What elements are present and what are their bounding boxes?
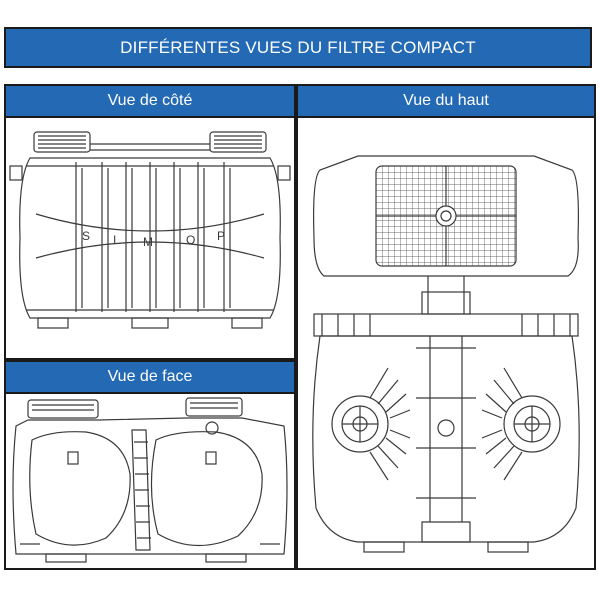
front-right-lid xyxy=(185,397,243,417)
side-view-diagram: S I M O P xyxy=(9,131,291,329)
brand-letter-p: P xyxy=(217,229,225,243)
front-tank-body xyxy=(12,417,288,555)
front-left-compartment xyxy=(29,431,131,546)
brand-letter-o: O xyxy=(186,233,195,247)
side-view-drawing: S I M O P xyxy=(6,118,294,358)
side-left-lid xyxy=(33,131,91,153)
side-right-lid xyxy=(209,131,267,153)
front-view-heading: Vue de face xyxy=(6,362,294,394)
front-view-diagram xyxy=(12,397,288,563)
top-upper-tank xyxy=(313,155,579,277)
top-view-drawing xyxy=(298,118,594,568)
brand-letter-m: M xyxy=(143,235,153,249)
top-view-diagram xyxy=(312,155,580,553)
brand-letter-i: I xyxy=(113,233,116,247)
side-view-heading: Vue de côté xyxy=(6,86,294,118)
brand-letter-s: S xyxy=(82,229,90,243)
top-view-heading: Vue du haut xyxy=(298,86,594,118)
front-divider xyxy=(131,429,151,551)
top-left-hub xyxy=(331,395,389,453)
top-lower-tank xyxy=(312,335,580,543)
side-outlet xyxy=(277,165,291,181)
top-view-panel: Vue du haut xyxy=(296,84,596,570)
side-view-panel: Vue de côté xyxy=(4,84,296,360)
top-right-hub xyxy=(503,395,561,453)
front-left-lid xyxy=(27,399,99,419)
side-tank-body xyxy=(19,157,281,319)
top-center-hub xyxy=(435,205,457,227)
front-view-drawing xyxy=(6,394,294,568)
front-right-compartment xyxy=(150,431,263,547)
page-title: DIFFÉRENTES VUES DU FILTRE COMPACT xyxy=(4,27,592,68)
front-view-panel: Vue de face xyxy=(4,360,296,570)
side-inlet xyxy=(9,165,23,181)
